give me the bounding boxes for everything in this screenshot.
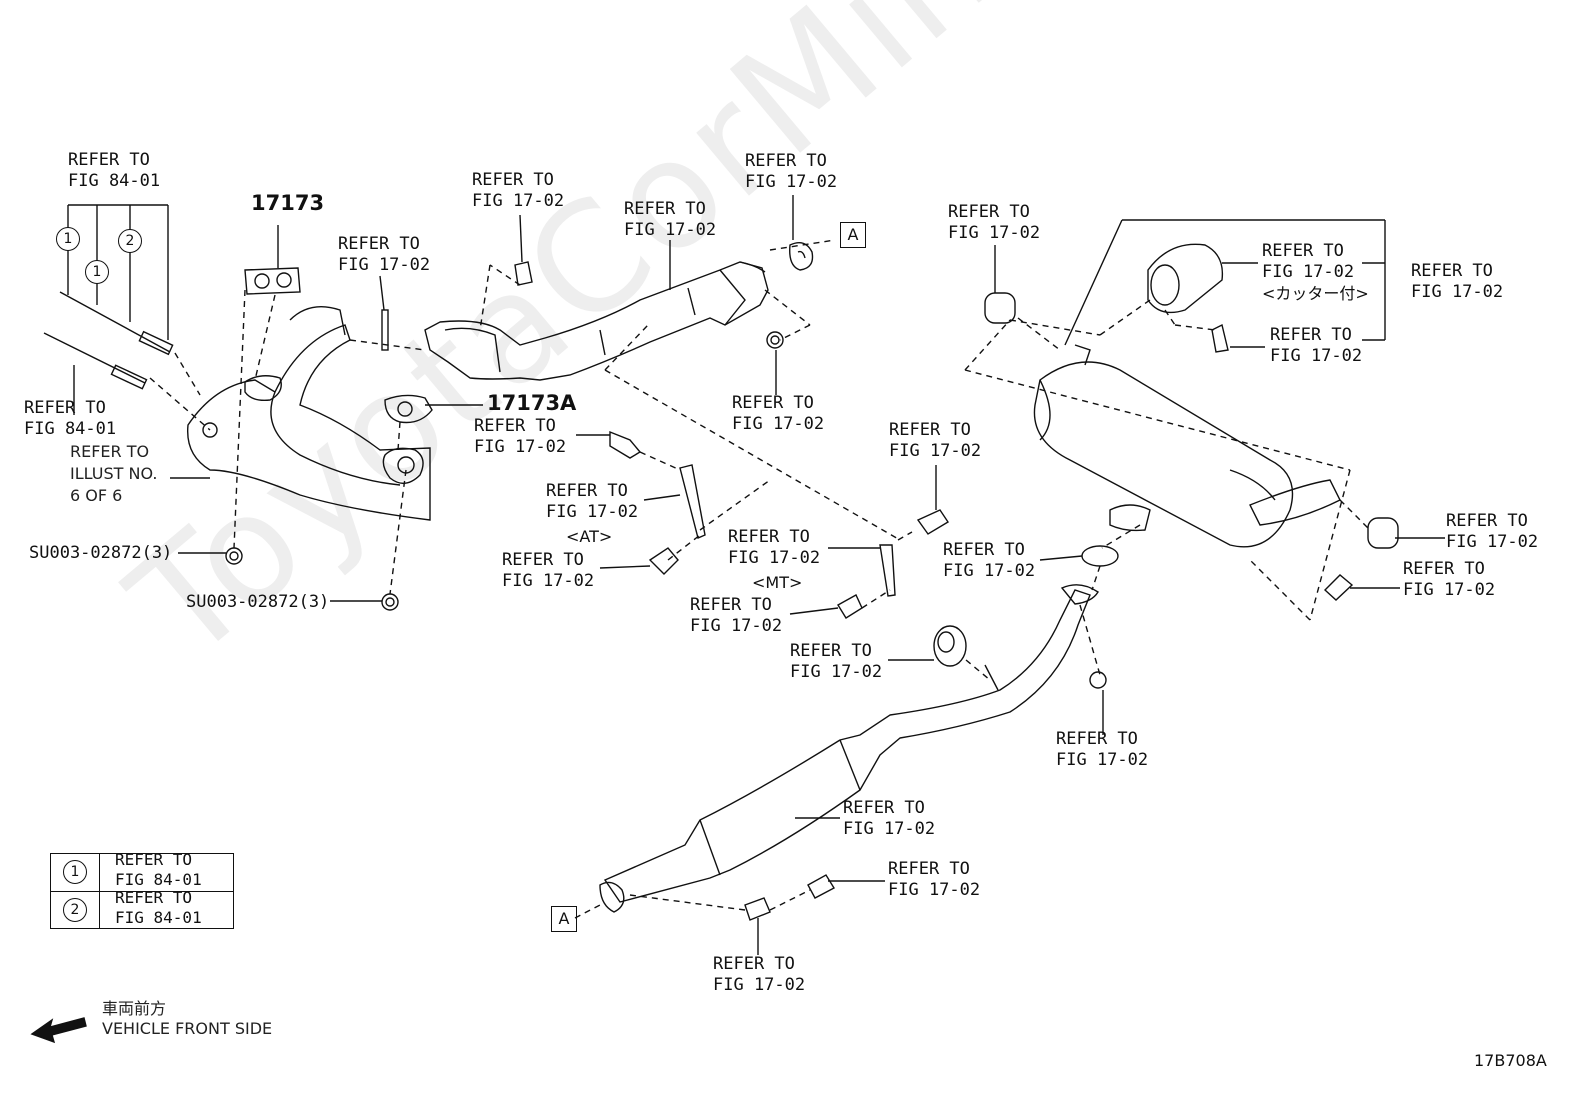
callout-circle-2: 2 <box>118 229 142 253</box>
center-pipe <box>599 584 1099 913</box>
legend-1-line1: REFER TO <box>115 850 193 869</box>
seal-ring-top <box>789 242 814 271</box>
gasket-ring <box>1081 545 1119 567</box>
callout-circle-1a: 1 <box>56 227 80 251</box>
note-at: <AT> <box>566 527 613 546</box>
callout-circle-1b: 1 <box>85 260 109 284</box>
nut-part-number-2: SU003-02872(3) <box>186 592 330 612</box>
flange-nut-2 <box>381 593 399 611</box>
oxygen-sensor-1 <box>59 291 174 356</box>
bolt-right <box>1323 574 1354 601</box>
legend-2-line1: REFER TO <box>115 888 193 907</box>
part-number-17173A: 17173A <box>487 391 577 415</box>
nut-low <box>1089 671 1107 689</box>
rubber-hanger-right <box>1367 517 1399 549</box>
screw-tip <box>1211 323 1229 353</box>
gasket-17173 <box>244 267 301 295</box>
legend-circle-2: 2 <box>63 898 87 922</box>
bolt-center <box>916 509 949 535</box>
nut-part-number-1: SU003-02872(3) <box>29 543 173 563</box>
rubber-hanger-top <box>984 292 1016 324</box>
note-mt: <MT> <box>752 573 803 592</box>
nut-top <box>514 261 533 286</box>
front-arrow <box>30 1017 87 1044</box>
exhaust-manifold <box>186 306 431 521</box>
rubber-hanger-center <box>933 625 967 667</box>
legend-1-line2: FIG 84-01 <box>115 870 202 889</box>
bolt-mt <box>837 594 863 619</box>
bracket-mt <box>879 544 896 597</box>
bracket-at <box>679 464 706 539</box>
front-pipe-catalytic-converter <box>424 261 769 381</box>
front-label-jp: 車両前方 <box>102 999 167 1018</box>
connection-marker-a-bottom: A <box>551 906 577 932</box>
legend-circle-1: 1 <box>63 860 87 884</box>
legend-2-line2: FIG 84-01 <box>115 908 202 927</box>
bolt-low <box>807 874 835 899</box>
front-label-en: VEHICLE FRONT SIDE <box>102 1019 273 1038</box>
gasket-17173A <box>384 394 433 424</box>
stud <box>381 309 389 351</box>
figure-code: 17B708A <box>1474 1051 1547 1070</box>
part-number-17173: 17173 <box>251 191 325 215</box>
stud-low <box>744 897 771 921</box>
bolt-at <box>648 547 679 575</box>
oxygen-sensor-2 <box>43 332 148 390</box>
tail-pipe-cutter <box>1147 243 1224 314</box>
connection-marker-a-top: A <box>840 222 866 248</box>
flange-nut-1 <box>225 547 243 565</box>
bolt-left <box>609 430 642 459</box>
nut-mid <box>766 331 784 349</box>
main-muffler <box>1033 344 1341 548</box>
